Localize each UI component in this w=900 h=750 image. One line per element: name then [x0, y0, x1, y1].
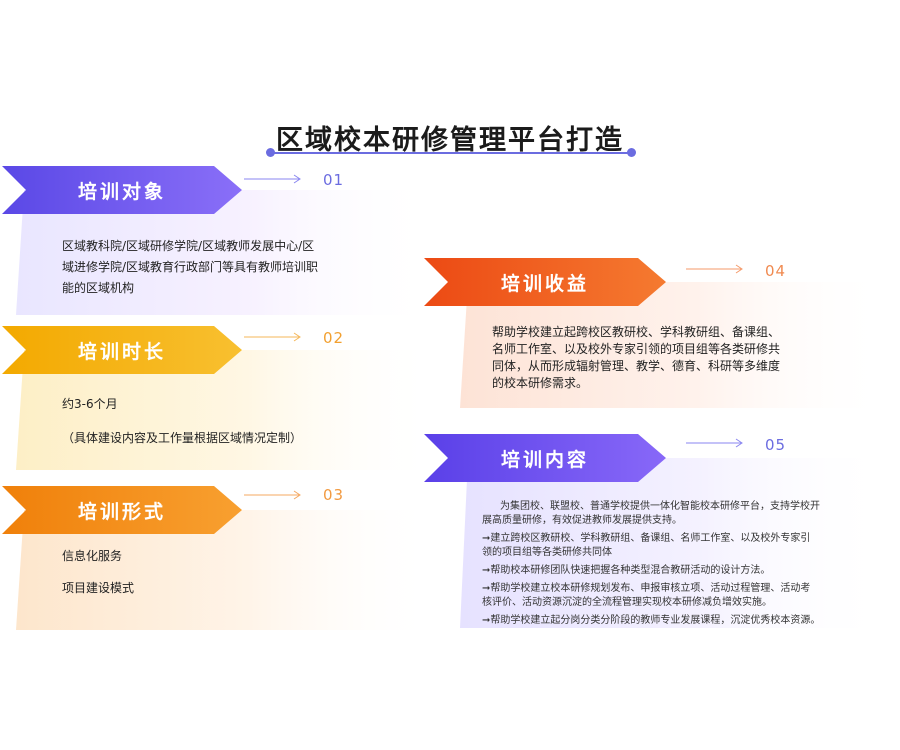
section-5-bullet: ➞帮助校本研修团队快速把握各种类型混合教研活动的设计方法。: [482, 564, 892, 578]
section-2-label: 培训时长: [77, 340, 166, 363]
section-4-banner: 培训收益: [424, 258, 666, 306]
section-4-line: 帮助学校建立起跨校区教研校、学科教研组、备课组、: [492, 325, 781, 339]
section-5-arrow-icon: [686, 438, 743, 448]
section-3-panel: [16, 510, 436, 630]
section-2-banner: 培训时长: [2, 326, 242, 374]
title-underline-dot-left: [266, 148, 275, 157]
title-underline: [270, 152, 632, 154]
section-1-text: 区域教科院/区域研修学院/区域教师发展中心/区 域进修学院/区域教育行政部门等具…: [62, 236, 422, 299]
section-5-intro-line: 展高质量研修，有效促进教师发展提供支持。: [482, 515, 682, 526]
section-4-label: 培训收益: [500, 272, 589, 295]
section-1-label: 培训对象: [77, 180, 166, 203]
section-3-number: 03: [323, 486, 345, 504]
section-5-bullet: ➞帮助学校建立校本研修规划发布、申报审核立项、活动过程管理、活动考 核评价、活动…: [482, 582, 892, 610]
section-2-text: 约3-6个月 （具体建设内容及工作量根据区域情况定制）: [62, 394, 422, 449]
section-1-arrow-icon: [244, 174, 301, 184]
section-4-line: 的校本研修需求。: [492, 376, 589, 390]
section-1-line: 域进修学院/区域教育行政部门等具有教师培训职: [62, 260, 319, 274]
section-3-line: 项目建设模式: [62, 581, 135, 595]
section-1-line: 能的区域机构: [62, 281, 135, 295]
section-5-bullet: ➞帮助学校建立起分岗分类分阶段的教师专业发展课程，沉淀优秀校本资源。: [482, 614, 892, 628]
section-2-line: 约3-6个月: [62, 397, 118, 411]
section-3-line: 信息化服务: [62, 549, 123, 563]
section-3-text: 信息化服务 项目建设模式: [62, 546, 422, 599]
section-1-number: 01: [323, 171, 345, 189]
page-title: 区域校本研修管理平台打造: [276, 125, 624, 156]
section-5-bullet-line: ➞建立跨校区教研校、学科教研组、备课组、名师工作室、以及校外专家引: [482, 533, 811, 544]
section-5-bullet-line: 领的项目组等各类研修共同体: [482, 547, 612, 558]
section-2-line: （具体建设内容及工作量根据区域情况定制）: [62, 431, 303, 445]
section-3-banner: 培训形式: [2, 486, 242, 534]
section-5-bullet: ➞建立跨校区教研校、学科教研组、备课组、名师工作室、以及校外专家引 领的项目组等…: [482, 532, 892, 560]
section-4-text: 帮助学校建立起跨校区教研校、学科教研组、备课组、 名师工作室、以及校外专家引领的…: [492, 324, 887, 392]
section-4-number: 04: [765, 262, 787, 280]
section-4-line: 名师工作室、以及校外专家引领的项目组等各类研修共: [492, 342, 781, 356]
section-5-bullet-line: ➞帮助学校建立起分岗分类分阶段的教师专业发展课程，沉淀优秀校本资源。: [482, 615, 821, 626]
section-5-bullet-line: ➞帮助校本研修团队快速把握各种类型混合教研活动的设计方法。: [482, 565, 771, 576]
section-2-number: 02: [323, 329, 345, 347]
title-underline-dot-right: [627, 148, 636, 157]
section-5-text: 为集团校、联盟校、普通学校提供一体化智能校本研修平台，支持学校开 展高质量研修，…: [482, 500, 892, 632]
section-5-label: 培训内容: [500, 448, 589, 471]
section-4-panel: [460, 282, 890, 408]
section-3-arrow-icon: [244, 490, 301, 500]
section-5-panel: [460, 458, 890, 628]
section-4-line: 同体，从而形成辐射管理、教学、德育、科研等多维度: [492, 359, 781, 373]
section-1-line: 区域教科院/区域研修学院/区域教师发展中心/区: [62, 239, 315, 253]
section-5-number: 05: [765, 436, 787, 454]
section-3-label: 培训形式: [77, 500, 166, 523]
section-5-banner: 培训内容: [424, 434, 666, 482]
section-5-bullet-line: 核评价、活动资源沉淀的全流程管理实现校本研修减负增效实施。: [482, 597, 772, 608]
section-1-panel: [16, 190, 436, 315]
section-5-intro-line: 为集团校、联盟校、普通学校提供一体化智能校本研修平台，支持学校开: [500, 501, 820, 512]
section-5-intro: 为集团校、联盟校、普通学校提供一体化智能校本研修平台，支持学校开 展高质量研修，…: [482, 500, 892, 528]
section-2-arrow-icon: [244, 332, 301, 342]
section-4-arrow-icon: [686, 264, 743, 274]
section-5-bullet-line: ➞帮助学校建立校本研修规划发布、申报审核立项、活动过程管理、活动考: [482, 583, 811, 594]
section-2-panel: [16, 350, 436, 470]
section-1-banner: 培训对象: [2, 166, 242, 214]
